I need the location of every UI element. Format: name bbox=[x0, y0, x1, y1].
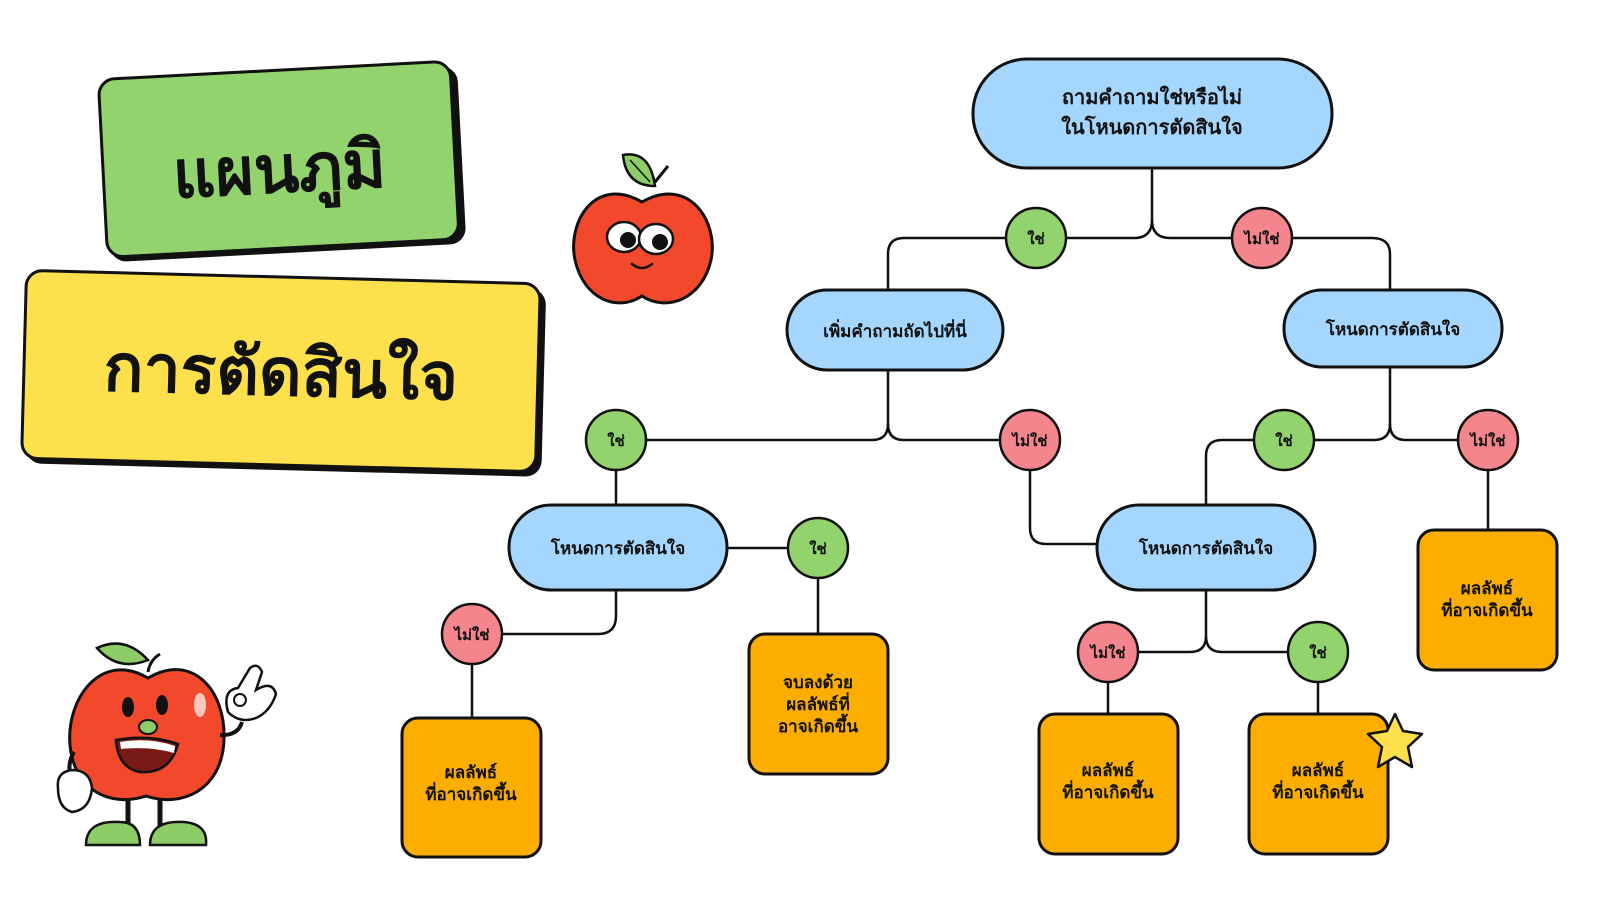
r-left-yes-line-1: จบลงด้วย bbox=[783, 673, 853, 693]
no-circle-n-mid: ไม่ใช่ bbox=[1076, 620, 1140, 684]
title-block-1: แผนภูมิ bbox=[97, 60, 466, 262]
decision-node-q-left: เพิ่มคำถามถัดไปที่นี่ bbox=[785, 288, 1005, 372]
no-circle-root: ไม่ใช่ bbox=[1230, 206, 1294, 270]
root-line-2: ในโหนดการตัดสินใจ bbox=[1061, 115, 1242, 139]
r-right-no-line-2: ที่อาจเกิดขึ้น bbox=[1441, 597, 1533, 621]
no-label: ไม่ใช่ bbox=[1469, 431, 1506, 450]
r-left-yes-line-3: อาจเกิดขึ้น bbox=[778, 713, 858, 737]
no-circle-n-left: ไม่ใช่ bbox=[440, 602, 504, 666]
r-mid-yes-line-2: ที่อาจเกิดขึ้น bbox=[1272, 779, 1364, 803]
yes-label: ใช่ bbox=[607, 432, 625, 450]
yes-label: ใช่ bbox=[1027, 230, 1045, 248]
root-line-1: ถามคำถามใช่หรือไม่ bbox=[1062, 85, 1242, 109]
r-right-no-line-1: ผลลัพธ์ bbox=[1461, 578, 1513, 599]
star-icon bbox=[1366, 712, 1424, 769]
n-mid-label: โหนดการตัดสินใจ bbox=[1138, 538, 1273, 559]
decision-node-mid: โหนดการตัดสินใจ bbox=[1095, 503, 1317, 592]
decision-node-q-right: โหนดการตัดสินใจ bbox=[1282, 288, 1504, 369]
result-node-mid-yes: ผลลัพธ์ ที่อาจเกิดขึ้น bbox=[1247, 712, 1390, 856]
no-label: ไม่ใช่ bbox=[1089, 643, 1126, 662]
r-mid-no-line-2: ที่อาจเกิดขึ้น bbox=[1062, 779, 1154, 803]
q-right-label: โหนดการตัดสินใจ bbox=[1325, 319, 1460, 340]
yes-label: ใช่ bbox=[809, 540, 827, 558]
yes-circle-n-mid: ใช่ bbox=[1286, 620, 1350, 684]
yes-circle-root: ใช่ bbox=[1004, 206, 1068, 270]
result-node-mid-no: ผลลัพธ์ ที่อาจเกิดขึ้น bbox=[1037, 712, 1180, 856]
yes-label: ใช่ bbox=[1309, 644, 1327, 662]
r-left-no-line-1: ผลลัพธ์ bbox=[445, 762, 497, 783]
title-line-1: แผนภูมิ bbox=[171, 126, 388, 217]
title-line-2: การตัดสินใจ bbox=[103, 328, 459, 415]
r-left-yes-line-2: ผลลัพธ์ที่ bbox=[786, 692, 850, 715]
yes-circle-q-right: ใช่ bbox=[1252, 408, 1316, 472]
no-label: ไม่ใช่ bbox=[1011, 431, 1048, 450]
n-left-label: โหนดการตัดสินใจ bbox=[550, 538, 685, 559]
no-label: ไม่ใช่ bbox=[1243, 229, 1280, 248]
yes-label: ใช่ bbox=[1275, 432, 1293, 450]
r-mid-yes-line-1: ผลลัพธ์ bbox=[1292, 760, 1344, 781]
apple-mascot-icon bbox=[572, 153, 714, 305]
r-mid-no-line-1: ผลลัพธ์ bbox=[1082, 760, 1134, 781]
yes-circle-n-left: ใช่ bbox=[786, 516, 850, 580]
apple-character-icon bbox=[56, 642, 278, 847]
result-node-left-no: ผลลัพธ์ ที่อาจเกิดขึ้น bbox=[400, 716, 543, 859]
r-left-no-line-2: ที่อาจเกิดขึ้น bbox=[425, 781, 517, 805]
decision-node-root: ถามคำถามใช่หรือไม่ ในโหนดการตัดสินใจ bbox=[971, 57, 1334, 170]
result-node-left-yes: จบลงด้วย ผลลัพธ์ที่ อาจเกิดขึ้น bbox=[747, 632, 890, 776]
no-circle-q-left: ไม่ใช่ bbox=[998, 408, 1062, 472]
no-circle-q-right: ไม่ใช่ bbox=[1456, 408, 1520, 472]
yes-circle-q-left: ใช่ bbox=[584, 408, 648, 472]
q-left-label: เพิ่มคำถามถัดไปที่นี่ bbox=[823, 319, 967, 342]
no-label: ไม่ใช่ bbox=[453, 625, 490, 644]
result-node-right-no: ผลลัพธ์ ที่อาจเกิดขึ้น bbox=[1416, 528, 1559, 672]
title-block-2: การตัดสินใจ bbox=[20, 269, 546, 477]
decision-node-left: โหนดการตัดสินใจ bbox=[507, 503, 729, 592]
